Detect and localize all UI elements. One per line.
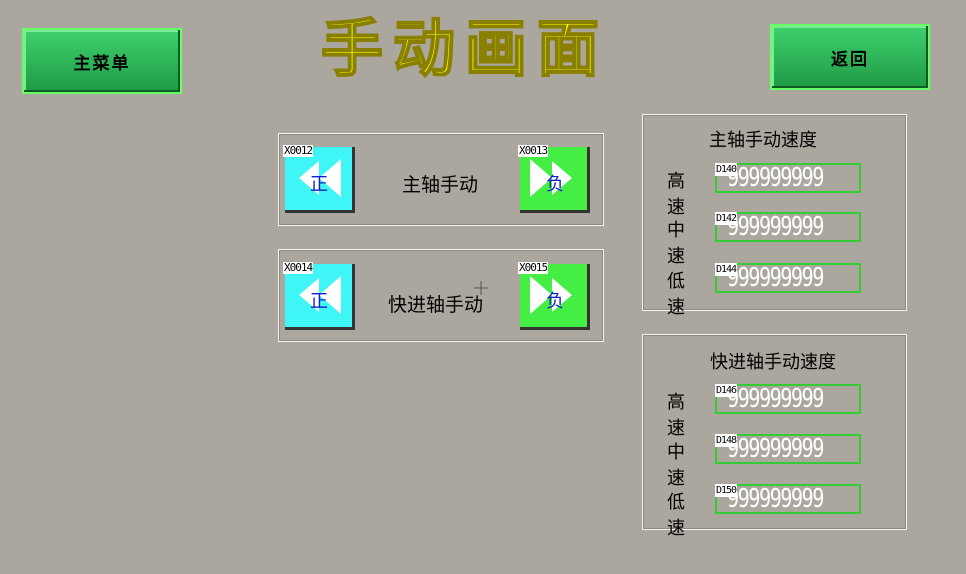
left-arrow-icon [299, 276, 341, 314]
left-arrow-icon [299, 159, 341, 197]
speed-label: 高速 [667, 392, 685, 439]
spindle-speed-title: 主轴手动速度 [709, 130, 817, 151]
negative-label: 负 [546, 291, 564, 312]
rapid-speed-title: 快进轴手动速度 [710, 352, 836, 373]
spindle-jog-frame [278, 133, 604, 226]
spindle-speed-panel [642, 114, 907, 311]
speed-value-field[interactable] [715, 263, 861, 293]
rapid-negative-button[interactable]: 负 X0015 [518, 262, 590, 330]
positive-label: 正 [310, 174, 328, 195]
speed-label: 中速 [667, 442, 685, 489]
back-button[interactable]: 返回 [770, 24, 930, 90]
address-label: X0013 [518, 144, 548, 157]
speed-label: 中速 [667, 220, 685, 267]
spindle-negative-button[interactable]: 负 X0013 [518, 145, 590, 213]
speed-label: 高速 [667, 171, 685, 218]
positive-label: 正 [310, 291, 328, 312]
address-label: X0012 [283, 144, 313, 157]
speed-value-field[interactable] [715, 484, 861, 514]
address-label: X0015 [518, 261, 548, 274]
page-title: 手动画面 [300, 8, 630, 88]
crosshair-cursor-icon [474, 281, 488, 295]
speed-label: 低速 [667, 492, 685, 539]
register-label: D146 [715, 384, 737, 397]
speed-value-field[interactable] [715, 163, 861, 193]
speed-value-field[interactable] [715, 434, 861, 464]
page-title-text: 手动画面 [321, 12, 609, 85]
spindle-jog-caption: 主轴手动 [402, 174, 479, 196]
register-label: D142 [715, 212, 737, 225]
address-label: X0014 [283, 261, 313, 274]
register-label: D150 [715, 484, 737, 497]
speed-value: 999999999 [727, 163, 824, 193]
speed-value: 999999999 [727, 384, 824, 414]
right-arrow-icon [530, 276, 572, 314]
speed-value-field[interactable] [715, 212, 861, 242]
speed-value: 999999999 [727, 263, 824, 293]
register-label: D148 [715, 434, 737, 447]
register-label: D140 [715, 163, 737, 176]
speed-value: 999999999 [727, 434, 824, 464]
speed-label: 低速 [667, 271, 685, 318]
rapid-positive-button[interactable]: 正 X0014 [283, 262, 355, 330]
speed-value-field[interactable] [715, 384, 861, 414]
rapid-speed-panel [642, 334, 907, 530]
spindle-positive-button[interactable]: 正 X0012 [283, 145, 355, 213]
rapid-jog-frame [278, 249, 604, 342]
speed-value: 999999999 [727, 212, 824, 242]
rapid-jog-caption: 快进轴手动 [388, 294, 484, 316]
right-arrow-icon [530, 159, 572, 197]
register-label: D144 [715, 263, 737, 276]
negative-label: 负 [546, 174, 564, 195]
main-menu-button[interactable]: 主菜单 [22, 28, 182, 94]
speed-value: 999999999 [727, 484, 824, 514]
